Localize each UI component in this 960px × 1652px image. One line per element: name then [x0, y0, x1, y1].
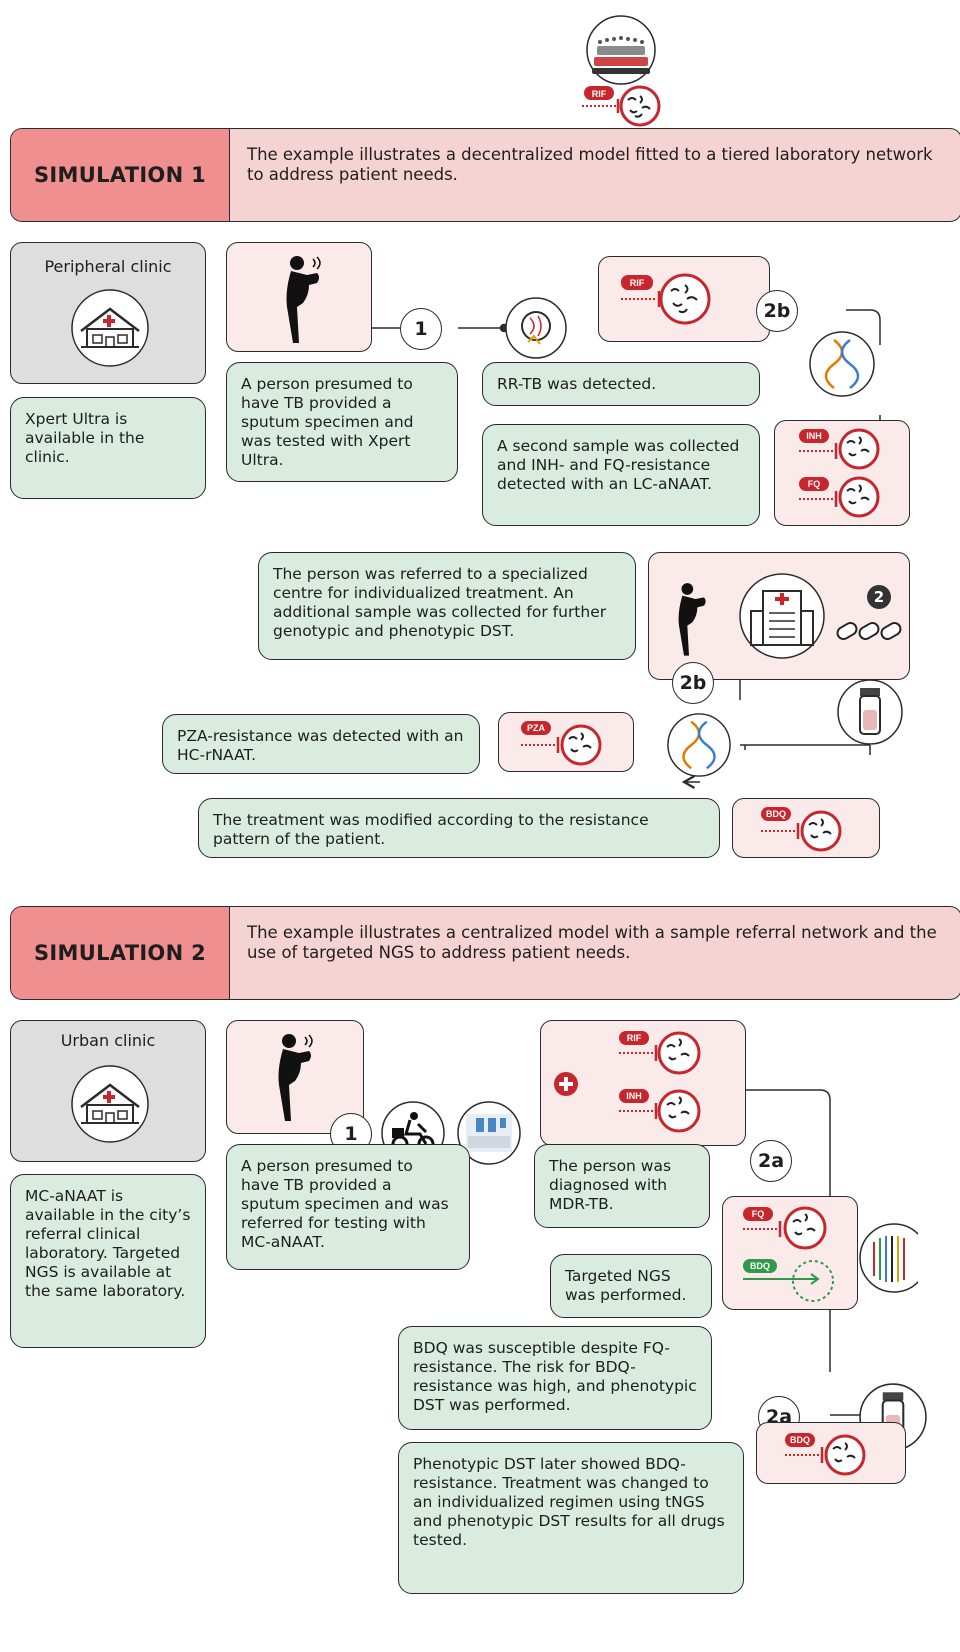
coughing-person-icon	[286, 256, 321, 343]
xpert-cartridge-icon	[505, 297, 567, 359]
pza-note: PZA-resistance was detected with an HC-r…	[162, 714, 480, 774]
presumed-note: A person presumed to have TB provided a …	[226, 362, 458, 482]
rr-note: RR-TB was detected.	[482, 362, 760, 406]
step-2a-marker: 2a	[750, 1140, 792, 1182]
svg-text:BDQ: BDQ	[790, 1435, 810, 1445]
simulation-1-description: The example illustrates a decentralized …	[247, 145, 933, 184]
pills-icon	[836, 622, 902, 640]
step-2b-marker-second: 2b	[672, 662, 714, 704]
clinic-name: Urban clinic	[60, 1031, 156, 1050]
fq-resistance-icon: FQ	[799, 476, 880, 518]
simulation-2-header: SIMULATION 2 The example illustrates a c…	[10, 906, 960, 1000]
lab-instrument-icon	[457, 1101, 521, 1165]
inh-fq-result-box: INH FQ	[774, 420, 910, 526]
clinic-name: Peripheral clinic	[44, 257, 172, 276]
pza-resistance-icon: PZA	[521, 721, 602, 766]
clinic-note: MC-aNAAT is available in the city’s refe…	[10, 1174, 206, 1348]
bdq-resistance-icon: BDQ	[785, 1433, 866, 1476]
svg-text:RIF: RIF	[630, 278, 645, 288]
hospital-icon	[739, 573, 825, 659]
clinic-icon	[71, 289, 149, 367]
clinic-icon	[71, 1065, 149, 1143]
svg-text:PZA: PZA	[527, 723, 546, 733]
patient-box	[226, 1020, 364, 1134]
dna-icon	[667, 713, 731, 777]
fq-resistance-icon: FQ	[743, 1206, 827, 1250]
coughing-person-icon	[278, 1034, 313, 1121]
second-sample-note: A second sample was collected and INH- a…	[482, 424, 760, 526]
bdq-susceptible-icon: BDQ	[743, 1259, 834, 1302]
bdq-result-box: BDQ	[732, 798, 880, 858]
step-2b-marker: 2b	[756, 290, 798, 332]
svg-text:INH: INH	[806, 431, 822, 441]
svg-text:INH: INH	[626, 1091, 642, 1101]
pza-result-box: PZA	[498, 712, 634, 772]
step-1-marker: 1	[400, 308, 442, 350]
rif-resistance-icon: RIF	[580, 82, 662, 130]
peripheral-clinic-box: Peripheral clinic	[10, 242, 206, 384]
coughing-person-icon	[678, 583, 706, 656]
mdr-result-box: RIF INH	[540, 1020, 746, 1146]
svg-text:BDQ: BDQ	[766, 809, 786, 819]
population-icon	[580, 14, 662, 86]
rif-resistance-icon: RIF	[621, 273, 711, 325]
bdq-susceptible-note: BDQ was susceptible despite FQ-resistanc…	[398, 1326, 712, 1430]
specialized-centre-box: 2	[648, 552, 910, 680]
simulation-2-description: The example illustrates a centralized mo…	[247, 923, 937, 962]
svg-text:FQ: FQ	[752, 1209, 765, 1219]
modified-note: The treatment was modified according to …	[198, 798, 720, 858]
sequencing-readout-icon	[859, 1223, 918, 1293]
inh-resistance-icon: INH	[799, 428, 880, 470]
svg-text:BDQ: BDQ	[750, 1261, 770, 1271]
patient-box	[226, 242, 372, 352]
inh-resistance-icon: INH	[619, 1089, 701, 1133]
svg-text:RIF: RIF	[627, 1033, 642, 1043]
presumed-note: A person presumed to have TB provided a …	[226, 1144, 470, 1270]
rif-resistance-icon: RIF	[619, 1031, 701, 1075]
mdr-note: The person was diagnosed with MDR-TB.	[534, 1144, 710, 1228]
pill-count-badge: 2	[867, 585, 891, 609]
simulation-1-label: SIMULATION 1	[11, 129, 230, 221]
svg-text:FQ: FQ	[808, 479, 821, 489]
referred-note: The person was referred to a specialized…	[258, 552, 636, 660]
clinic-note: Xpert Ultra is available in the clinic.	[10, 397, 206, 499]
culture-tube-icon	[837, 679, 903, 745]
rif-result-box: RIF	[598, 256, 770, 342]
bdq-resistance-icon: BDQ	[761, 807, 842, 852]
urban-clinic-box: Urban clinic	[10, 1020, 206, 1162]
positive-result-icon	[554, 1072, 578, 1096]
phenotypic-dst-note: Phenotypic DST later showed BDQ-resistan…	[398, 1442, 744, 1594]
simulation-1-header: SIMULATION 1 The example illustrates a d…	[10, 128, 960, 222]
fq-bdq-result-box: FQ BDQ	[722, 1196, 858, 1310]
bdq-resistance-box: BDQ	[756, 1422, 906, 1484]
tngs-note: Targeted NGS was performed.	[550, 1254, 712, 1318]
simulation-2-label: SIMULATION 2	[11, 907, 230, 999]
dna-icon	[809, 331, 875, 397]
svg-text:RIF: RIF	[592, 89, 607, 99]
